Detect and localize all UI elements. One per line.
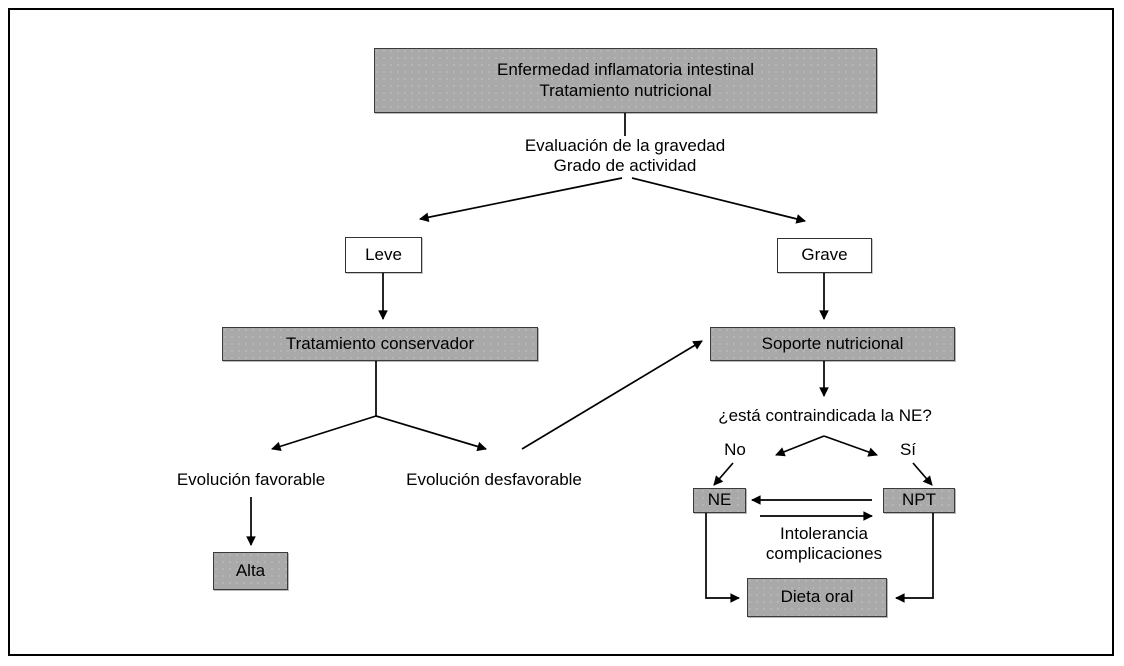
label-answer-yes: Sí <box>899 440 917 459</box>
node-unfavorable-evolution: Evolución desfavorable <box>406 470 582 489</box>
label-answer-no: No <box>724 440 746 459</box>
node-favorable-evolution: Evolución favorable <box>176 470 326 489</box>
node-discharge: Alta <box>213 552 288 590</box>
node-oral-diet: Dieta oral <box>747 578 887 617</box>
node-assessment: Evaluación de la gravedad Grado de activ… <box>524 136 726 176</box>
node-nutritional-support: Soporte nutricional <box>710 327 955 361</box>
node-title: Enfermedad inflamatoria intestinal Trata… <box>374 48 877 113</box>
node-parenteral-nutrition: NPT <box>883 488 955 513</box>
node-en-contraindicated-question: ¿está contraindicada la NE? <box>718 406 932 425</box>
node-conservative-treatment: Tratamiento conservador <box>222 327 538 361</box>
node-severe: Grave <box>777 238 872 273</box>
node-mild: Leve <box>345 237 422 273</box>
label-intolerance-complications: Intolerancia complicaciones <box>765 524 883 564</box>
node-enteral-nutrition: NE <box>693 488 746 513</box>
diagram-border-frame <box>8 8 1114 656</box>
